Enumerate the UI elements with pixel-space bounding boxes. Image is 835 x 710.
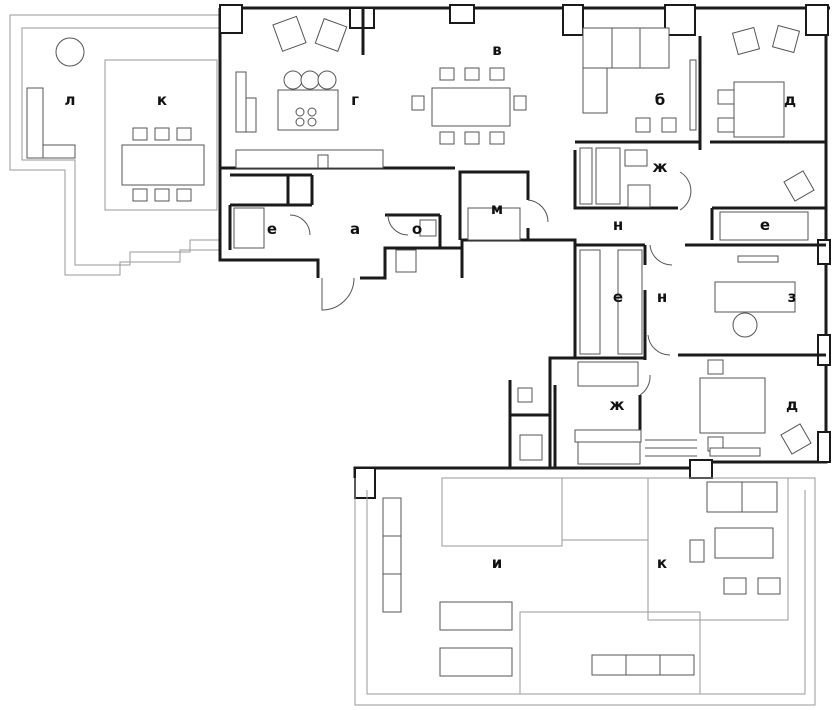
pillars [219,4,831,499]
bed-icon [699,377,766,434]
doors [289,171,692,396]
room-label-d2: д [786,396,798,414]
room-label-e1: е [267,220,277,238]
room-label-e2: е [760,216,770,234]
room-label-k2: к [657,554,667,572]
room-label-m: м [491,200,503,218]
interior-walls [220,8,826,468]
bathtub-icon [595,147,621,205]
pergola-outline [104,59,218,211]
left-terrace [9,14,220,276]
sofa-icon [582,27,670,69]
lounger-icon [439,601,513,631]
room-label-a: а [350,220,360,238]
room-label-o: о [412,220,422,238]
room-label-n2: н [657,288,667,306]
room-label-z: з [788,288,797,306]
table-icon [714,527,774,559]
lounger-icon [439,647,513,677]
table-icon [121,144,205,186]
pergola-outline [647,477,789,621]
sofa-icon [26,87,44,159]
furniture [233,15,815,465]
room-label-d1: д [784,91,796,109]
room-label-k1: к [157,91,167,109]
room-label-zh2: ж [610,396,625,414]
bottom-terrace [354,477,816,706]
dining-table-icon [431,87,511,127]
bathtub-icon [577,361,639,387]
room-label-l: л [65,91,76,109]
room-label-i: и [492,554,503,572]
room-label-e3: е [613,288,623,306]
room-label-zh1: ж [653,158,668,176]
round-table-icon [55,37,85,67]
room-label-v: в [492,41,502,59]
bed-icon [733,81,785,138]
room-label-n1: н [613,216,623,234]
room-label-g: г [351,91,359,109]
room-labels: л к г в б д ж м е а о н е е н з ж д и к [65,41,799,572]
room-label-b: б [655,91,665,109]
desk-icon [714,281,796,313]
